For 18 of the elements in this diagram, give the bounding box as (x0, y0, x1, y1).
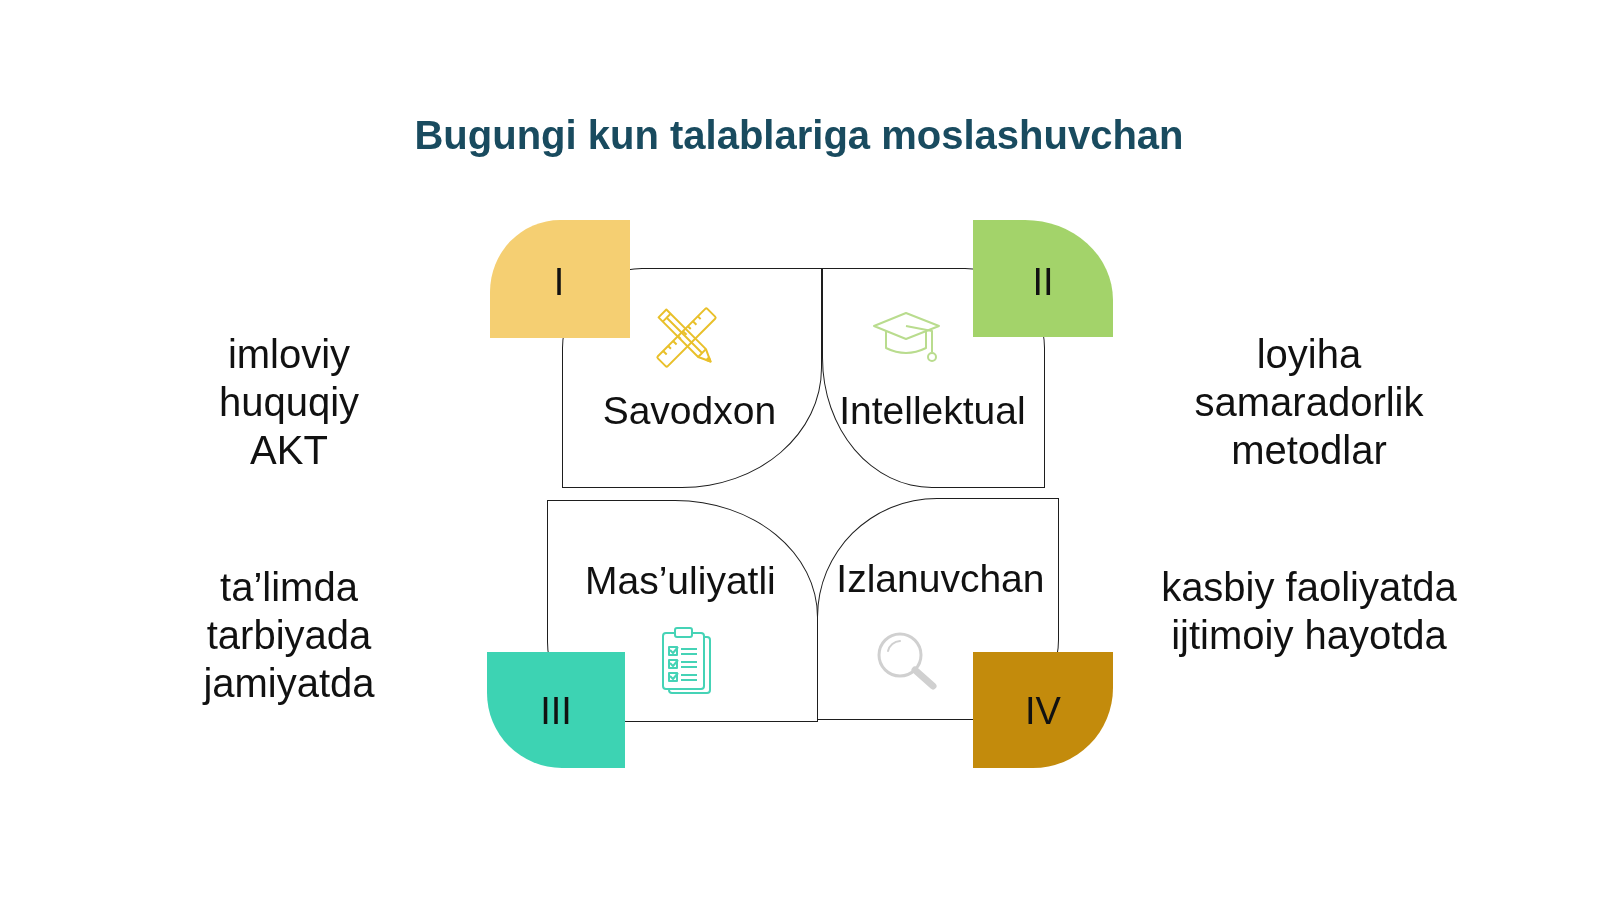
keyword-list: loyiha samaradorlik metodlar (1179, 330, 1439, 474)
keyword-list: imloviy huquqiy AKT (189, 330, 389, 474)
keyword-list: ta’limda tarbiyada jamiyatda (189, 563, 389, 707)
numeral-label: I (553, 262, 565, 304)
panel-heading: Mas’uliyatli (585, 559, 776, 603)
quarter-round-tile (973, 220, 1113, 337)
keyword-list: kasbiy faoliyatda ijtimoiy hayotda (1144, 563, 1474, 659)
numeral-label: III (540, 691, 572, 733)
slide-title: Bugungi kun talablariga moslashuvchan (414, 113, 1184, 157)
panel-heading: Savodxon (602, 389, 777, 433)
panel-heading: Izlanuvchan (836, 557, 1045, 601)
numeral-label: IV (1025, 691, 1061, 733)
numeral-label: II (1032, 262, 1054, 304)
quarter-round-tile (973, 652, 1113, 768)
quarter-round-tile (490, 220, 630, 338)
rounded-panel (562, 268, 822, 488)
quarter-round-tile (487, 652, 625, 768)
panel-heading: Intellektual (839, 389, 1026, 433)
